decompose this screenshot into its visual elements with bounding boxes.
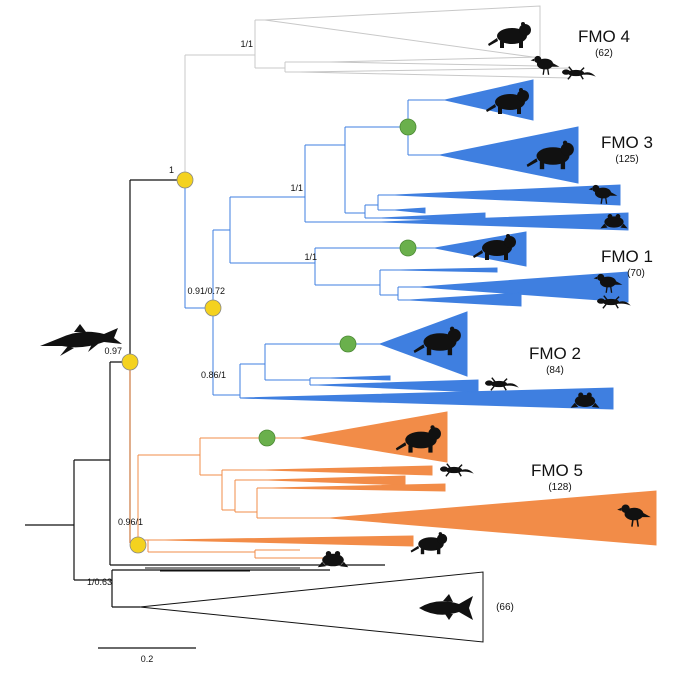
clade-fmo4-count: (62) <box>595 48 613 59</box>
fmo5-branches <box>129 362 330 559</box>
clade-fish-count: (66) <box>496 602 514 613</box>
support-fmo-root: 1 <box>169 165 174 175</box>
clade-fmo5-count: (128) <box>548 482 571 493</box>
clade-fmo1-count: (70) <box>627 268 645 279</box>
clade-fmo3-count: (125) <box>615 154 638 165</box>
fmo4-branches <box>184 19 330 180</box>
clade-labels: FMO 4 (62) FMO 3 (125) FMO 1 (70) FMO 2 … <box>496 27 653 613</box>
support-labels: 1/1 1 1/1 1/1 0.91/0.72 0.97 0.86/1 0.96… <box>87 39 317 587</box>
clade-fmo1-name: FMO 1 <box>601 247 653 266</box>
support-fmo3-1-root: 1/1 <box>290 183 303 193</box>
support-fmo2-root: 0.86/1 <box>201 370 226 380</box>
clade-fmo2-name: FMO 2 <box>529 344 581 363</box>
clade-fmo2-count: (84) <box>546 365 564 376</box>
yellow-nodes <box>121 171 222 554</box>
mammal-icon <box>410 532 448 555</box>
clade-fmo5-name: FMO 5 <box>531 461 583 480</box>
scale-bar-label: 0.2 <box>141 654 154 664</box>
scale-bar: 0.2 <box>98 647 196 664</box>
support-fmo5-root: 0.96/1 <box>118 517 143 527</box>
support-amniote-root: 0.97 <box>104 346 122 356</box>
support-fmo1-root: 1/1 <box>304 252 317 262</box>
misc-black-branches <box>145 567 300 572</box>
support-outgroup-root: 1/0.63 <box>87 577 112 587</box>
fish-clade-triangle <box>139 571 484 643</box>
clade-fmo3-name: FMO 3 <box>601 133 653 152</box>
fmo4-triangles <box>264 5 571 79</box>
clade-fmo4-name: FMO 4 <box>578 27 630 46</box>
green-nodes <box>258 118 417 447</box>
lizard-icon <box>484 376 520 392</box>
frog-icon <box>317 551 349 568</box>
support-fmo4-root: 1/1 <box>240 39 253 49</box>
support-fmo123-root: 0.91/0.72 <box>187 286 225 296</box>
lizard-icon <box>439 462 475 478</box>
